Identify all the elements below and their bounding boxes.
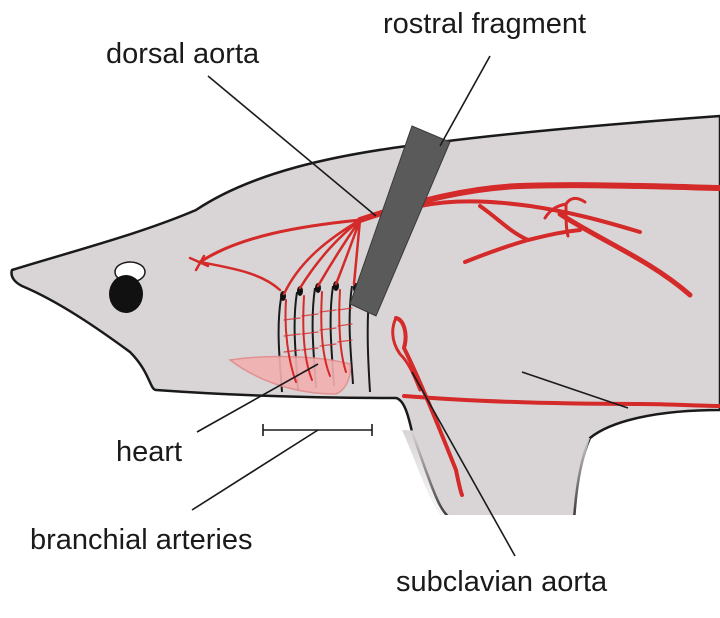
leader-lines (191, 55, 629, 557)
label-branchial-arteries: branchial arteries (30, 524, 252, 556)
arteries (188, 182, 720, 497)
rostral-fragment-shape (349, 125, 451, 317)
label-heart: heart (116, 436, 182, 468)
gill-arches (277, 285, 371, 393)
label-rostral-fragment: rostral fragment (383, 8, 586, 40)
label-dorsal-aorta: dorsal aorta (106, 38, 260, 70)
subclavian-vessel (394, 316, 464, 497)
heart-organ (228, 355, 352, 395)
label-subclavian-aorta: subclavian aorta (396, 566, 608, 598)
eye (109, 261, 146, 313)
